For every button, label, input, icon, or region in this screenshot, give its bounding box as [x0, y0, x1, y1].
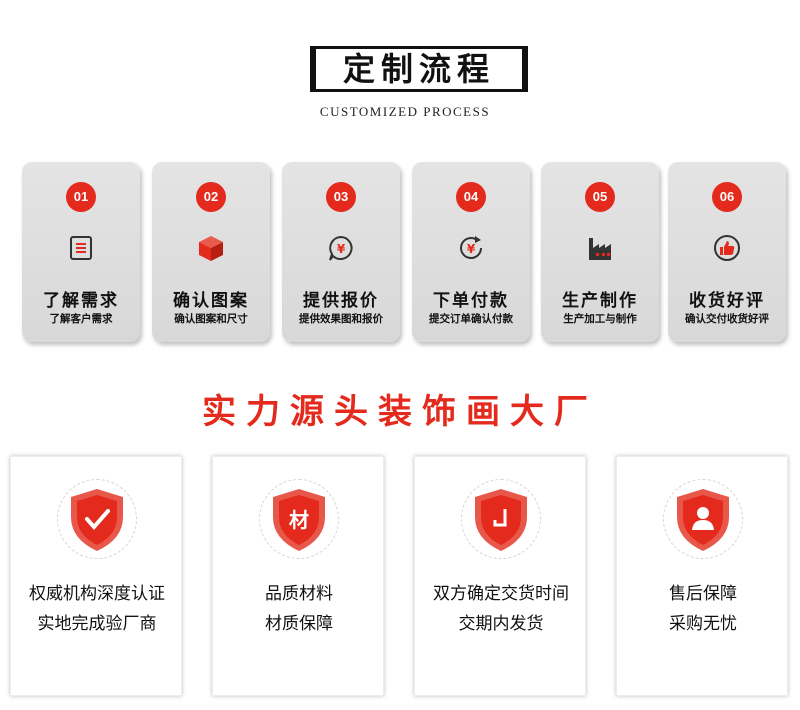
title-frame-top: [310, 46, 528, 49]
step-desc: 提交订单确认付款: [429, 313, 513, 325]
yuan-chat-icon: ¥: [329, 235, 353, 261]
step-title: 了解需求: [43, 291, 119, 311]
shield-clock-icon: [475, 489, 527, 551]
title-frame: 定制流程: [310, 40, 528, 96]
material-glyph: 材: [289, 508, 309, 532]
process-step-2: 02 确认图案 确认图案和尺寸: [152, 162, 270, 342]
icon-ring: [57, 479, 137, 559]
document-icon: [70, 236, 92, 260]
step-number: 04: [456, 182, 486, 212]
step-number: 03: [326, 182, 356, 212]
step-desc: 确认交付收货好评: [685, 313, 769, 325]
title-frame-bottom: [310, 89, 528, 92]
step-desc: 确认图案和尺寸: [174, 313, 248, 325]
step-desc: 生产加工与制作: [563, 313, 637, 325]
feature-card-1: 权威机构深度认证 实地完成验厂商: [10, 456, 182, 696]
process-step-4: 04 ¥ 下单付款 提交订单确认付款: [412, 162, 530, 342]
cube-icon: [199, 236, 223, 261]
feature-card-4: 售后保障 采购无忧: [616, 456, 788, 696]
feature-line-1: 双方确定交货时间: [433, 584, 569, 604]
shield-material-icon: 材: [273, 489, 325, 551]
step-desc: 提供效果图和报价: [299, 313, 383, 325]
step-number: 05: [585, 182, 615, 212]
feature-line-1: 售后保障: [669, 584, 737, 604]
step-title: 提供报价: [303, 291, 379, 311]
step-title: 生产制作: [562, 291, 638, 311]
factory-headline: 实力源头装饰画大厂: [202, 392, 598, 432]
factory-icon: [589, 238, 611, 260]
process-step-3: 03 ¥ 提供报价 提供效果图和报价: [282, 162, 400, 342]
process-step-6: 06 收货好评 确认交付收货好评: [668, 162, 786, 342]
feature-card-3: 双方确定交货时间 交期内发货: [414, 456, 586, 696]
title-frame-right: [522, 46, 528, 92]
shield-check-icon: [71, 489, 123, 551]
step-title: 确认图案: [173, 291, 249, 311]
feature-line-2: 实地完成验厂商: [37, 614, 157, 634]
step-number: 06: [712, 182, 742, 212]
feature-line-1: 权威机构深度认证: [29, 584, 165, 604]
icon-ring: [259, 479, 339, 559]
svg-text:¥: ¥: [467, 242, 476, 256]
icon-ring: [663, 479, 743, 559]
step-number: 02: [196, 182, 226, 212]
page-title: 定制流程: [342, 50, 495, 88]
page-subtitle: CUSTOMIZED PROCESS: [319, 104, 491, 119]
feature-line-1: 品质材料: [265, 584, 333, 604]
yuan-refresh-icon: ¥: [460, 236, 482, 259]
svg-text:¥: ¥: [337, 242, 346, 256]
feature-line-2: 采购无忧: [669, 614, 737, 634]
thumbs-up-icon: [714, 235, 740, 261]
process-step-5: 05 生产制作 生产加工与制作: [541, 162, 659, 342]
feature-line-2: 材质保障: [265, 614, 333, 634]
process-step-1: 01 了解需求 了解客户需求: [22, 162, 140, 342]
step-title: 下单付款: [433, 291, 509, 311]
shield-person-icon: [677, 489, 729, 551]
icon-ring: [461, 479, 541, 559]
feature-card-2: 材 品质材料 材质保障: [212, 456, 384, 696]
step-desc: 了解客户需求: [49, 313, 113, 325]
feature-line-2: 交期内发货: [458, 614, 544, 634]
step-number: 01: [66, 182, 96, 212]
title-frame-left: [310, 46, 316, 92]
step-title: 收货好评: [689, 291, 765, 311]
